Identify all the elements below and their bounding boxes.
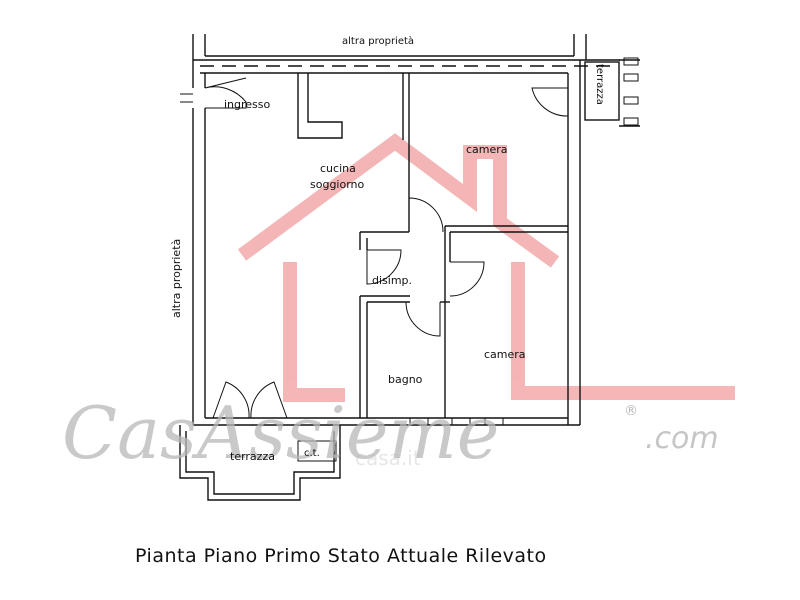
room-label-ct: c.t. [304,448,320,459]
room-label-ingresso: ingresso [224,98,271,111]
house-watermark-icon [237,133,735,402]
room-label-terrazza-right: terrazza [594,64,605,105]
room-label-disimpegno: disimp. [372,274,412,287]
room-label-camera-top: camera [466,143,508,156]
top-neighbor-band [192,34,587,60]
registered-mark: ® [624,403,638,419]
room-label-bagno: bagno [388,373,423,386]
terrace-right [584,57,640,127]
top-neighbor-label: altra proprietà [342,35,414,47]
brand-watermark-text: CasAssieme [62,391,499,475]
room-label-terrazza-bottom: terrazza [230,450,275,463]
left-neighbor-label: altra proprietà [170,239,183,318]
brand-watermark: casa.it CasAssieme ® .com [62,391,719,475]
terrace-bottom [179,425,341,501]
room-label-camera-bottom: camera [484,348,526,361]
room-label-soggiorno: soggiorno [310,178,365,191]
interior-walls [297,73,568,426]
plan-caption: Pianta Piano Primo Stato Attuale Rilevat… [135,545,547,567]
brand-watermark-suffix: .com [645,421,719,456]
exterior-walls [180,59,620,426]
room-label-cucina: cucina [320,162,356,175]
door-swings [204,77,569,419]
casa-it-watermark-text: casa.it [355,446,421,470]
